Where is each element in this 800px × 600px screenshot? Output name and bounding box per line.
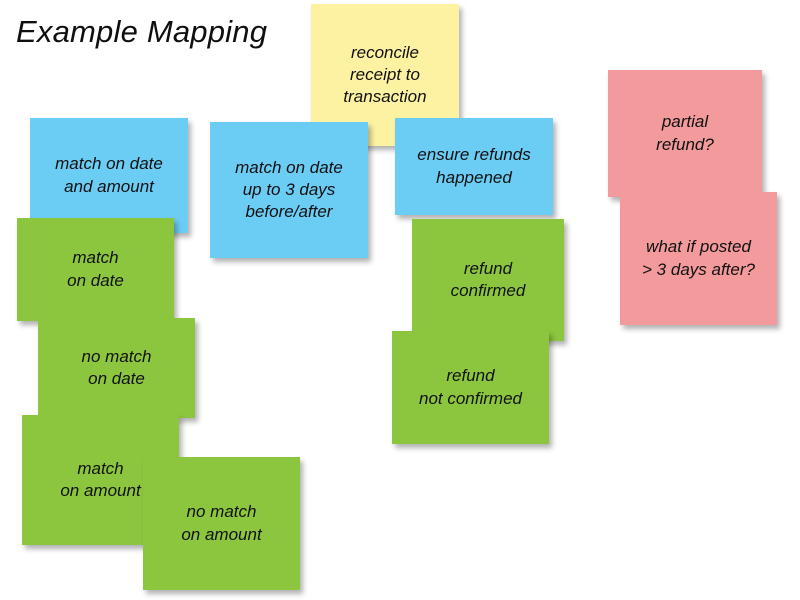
sticky-note-rule-match-date-amount[interactable]: match on date and amount — [30, 118, 188, 233]
sticky-note-example-refund-not-confirmed[interactable]: refund not confirmed — [392, 331, 549, 444]
page-title: Example Mapping — [16, 14, 268, 49]
sticky-note-example-no-match-on-amount[interactable]: no match on amount — [143, 457, 300, 590]
sticky-note-rule-match-date-3days[interactable]: match on date up to 3 days before/after — [210, 122, 368, 258]
sticky-note-example-match-on-date[interactable]: match on date — [17, 218, 174, 321]
sticky-note-question-partial-refund[interactable]: partial refund? — [608, 70, 762, 197]
sticky-note-example-no-match-on-date[interactable]: no match on date — [38, 318, 195, 418]
sticky-note-example-refund-confirmed[interactable]: refund confirmed — [412, 219, 564, 341]
sticky-note-rule-ensure-refunds[interactable]: ensure refunds happened — [395, 118, 553, 215]
sticky-note-question-posted-3-days-after[interactable]: what if posted > 3 days after? — [620, 192, 777, 325]
